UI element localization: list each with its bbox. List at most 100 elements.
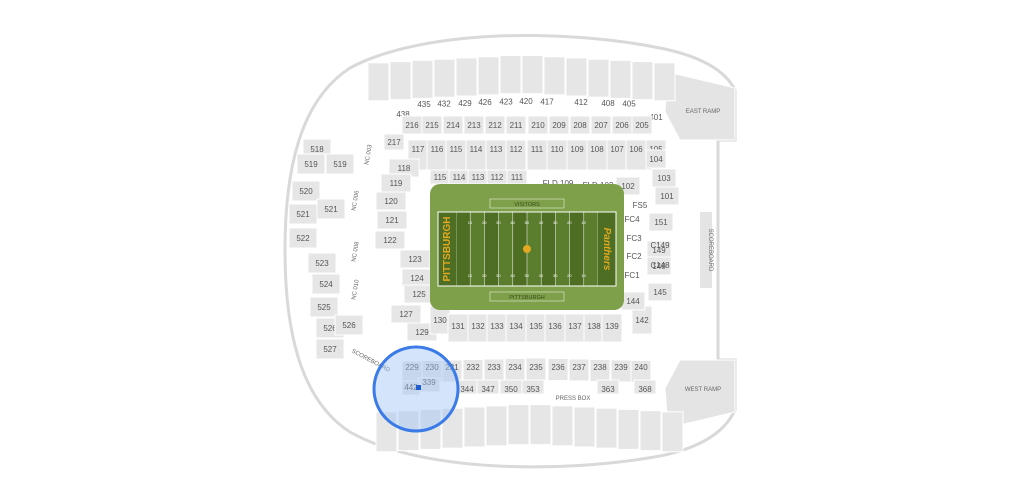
section-shape[interactable] (375, 191, 407, 211)
seating-section[interactable] (587, 58, 610, 98)
section-shape[interactable] (389, 61, 412, 101)
seating-section[interactable] (463, 406, 486, 448)
seating-section[interactable] (631, 61, 654, 101)
seating-section[interactable]: 110 (546, 139, 568, 171)
seating-section[interactable]: 116 (426, 139, 448, 171)
section-shape[interactable] (646, 256, 672, 276)
seating-section[interactable]: 232 (462, 359, 484, 382)
section-label[interactable]: FC3 (626, 234, 642, 243)
section-label[interactable]: FC4 (624, 215, 640, 224)
section-shape[interactable] (568, 358, 590, 382)
seating-section[interactable] (411, 59, 434, 99)
seating-section[interactable]: 103 (651, 168, 677, 188)
seating-section[interactable]: 114 (465, 139, 487, 171)
seating-section[interactable]: 240 (630, 360, 652, 383)
seating-section[interactable]: 520 (291, 180, 321, 202)
selected-section-highlight[interactable] (372, 345, 460, 433)
seating-section[interactable] (543, 56, 566, 96)
section-shape[interactable] (455, 57, 478, 97)
section-shape[interactable] (569, 115, 591, 135)
section-shape[interactable] (661, 411, 684, 453)
seating-section[interactable]: 215 (421, 115, 443, 135)
seating-section[interactable]: 525 (309, 296, 339, 318)
seating-section[interactable] (499, 55, 522, 95)
seating-section[interactable] (653, 62, 676, 102)
seating-section[interactable]: 109 (566, 139, 588, 171)
seating-section[interactable]: 135 (525, 313, 547, 343)
section-label[interactable]: 417 (540, 98, 554, 107)
section-shape[interactable] (521, 55, 544, 95)
seating-section[interactable]: 113 (467, 169, 489, 185)
section-shape[interactable] (595, 407, 618, 449)
seating-section[interactable] (367, 62, 390, 102)
seating-section[interactable]: 210 (527, 115, 549, 135)
seating-section[interactable]: 214 (442, 115, 464, 135)
seating-section[interactable] (565, 57, 588, 97)
seating-section[interactable]: 145 (647, 282, 673, 302)
section-shape[interactable] (463, 115, 485, 135)
seating-section[interactable]: 211 (505, 115, 527, 135)
seating-section[interactable]: 519 (325, 153, 355, 175)
seating-section[interactable]: 209 (548, 115, 570, 135)
section-label[interactable]: FC2 (626, 252, 642, 261)
section-shape[interactable] (631, 115, 653, 135)
seating-section[interactable]: 106 (625, 139, 647, 171)
section-label[interactable]: 429 (458, 99, 472, 108)
section-shape[interactable] (529, 404, 552, 446)
seating-section[interactable]: 236 (547, 358, 569, 381)
section-shape[interactable] (309, 296, 339, 318)
section-shape[interactable] (485, 405, 508, 447)
seating-section[interactable]: 101 (654, 186, 680, 206)
seating-section[interactable]: 136 (544, 313, 566, 343)
seating-section[interactable]: 144 (620, 291, 646, 311)
seating-section[interactable]: 111 (526, 139, 548, 171)
seating-section[interactable]: 234 (504, 358, 526, 381)
section-shape[interactable] (411, 59, 434, 99)
seating-section[interactable]: 130 (429, 305, 451, 335)
section-shape[interactable] (654, 186, 680, 206)
seating-section[interactable]: 216 (401, 115, 423, 135)
section-label[interactable]: 426 (478, 98, 492, 107)
section-shape[interactable] (631, 61, 654, 101)
seating-section[interactable]: 132 (467, 313, 489, 343)
section-shape[interactable] (505, 115, 527, 135)
seating-section[interactable]: 213 (463, 115, 485, 135)
section-shape[interactable] (477, 56, 500, 96)
section-shape[interactable] (499, 55, 522, 95)
section-shape[interactable] (609, 59, 632, 99)
seating-section[interactable]: 238 (589, 359, 611, 382)
section-shape[interactable] (507, 404, 530, 446)
seating-section[interactable]: 151 (648, 212, 674, 232)
section-label[interactable]: 435 (417, 100, 431, 109)
seating-section[interactable] (477, 56, 500, 96)
seating-section[interactable] (507, 404, 530, 446)
section-shape[interactable] (543, 56, 566, 96)
seating-section[interactable] (485, 405, 508, 447)
seating-section[interactable]: 137 (564, 313, 586, 343)
seating-section[interactable]: 121 (376, 210, 408, 230)
seating-section[interactable]: 122 (374, 230, 406, 250)
seating-section[interactable]: 115 (445, 139, 467, 171)
section-label[interactable]: NC 010 (351, 279, 361, 301)
section-label[interactable]: 438 (396, 110, 410, 119)
section-shape[interactable] (291, 180, 321, 202)
seating-section[interactable]: 134 (505, 313, 527, 343)
seating-section[interactable] (573, 406, 596, 448)
seating-section[interactable]: 124 (401, 268, 433, 288)
west-ramp[interactable]: WEST RAMP (664, 359, 736, 429)
seating-section[interactable]: 217 (383, 133, 405, 151)
seating-section[interactable]: 206 (611, 115, 633, 135)
seating-section[interactable]: 212 (484, 115, 506, 135)
seating-section[interactable] (433, 58, 456, 98)
section-shape[interactable] (548, 115, 570, 135)
section-shape[interactable] (527, 115, 549, 135)
section-shape[interactable] (590, 115, 612, 135)
seating-section[interactable]: 119 (380, 173, 412, 193)
section-shape[interactable] (633, 379, 657, 395)
section-shape[interactable] (647, 282, 673, 302)
section-shape[interactable] (421, 115, 443, 135)
section-label[interactable]: NC 008 (351, 241, 361, 263)
section-shape[interactable] (288, 227, 318, 249)
section-shape[interactable] (367, 62, 390, 102)
section-shape[interactable] (601, 313, 623, 343)
